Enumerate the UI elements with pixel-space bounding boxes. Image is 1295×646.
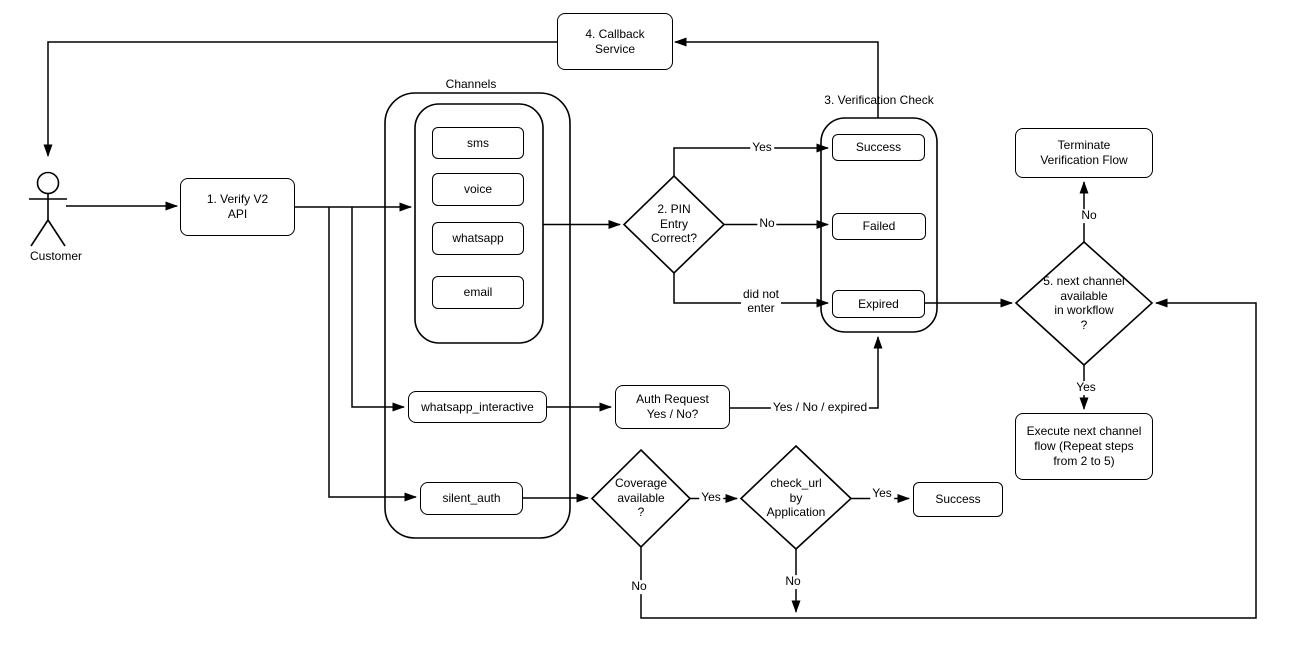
- channels-outer-container: [384, 92, 571, 539]
- edge-verify-to-silent-auth: [328, 207, 417, 502]
- edge-label-coverage-no: No: [629, 579, 649, 594]
- edge-callback-to-customer: [43, 41, 557, 157]
- edge-pin-yes-to-success: [673, 143, 829, 176]
- node-verify-v2-api: 1. Verify V2 API: [180, 178, 295, 236]
- edge-label-yes-no-expired: Yes / No / expired: [770, 400, 870, 415]
- node-silent-auth: silent_auth: [420, 482, 523, 515]
- node-channel-whatsapp: whatsapp: [432, 222, 524, 255]
- node-terminate-flow: Terminate Verification Flow: [1015, 128, 1153, 178]
- node-channel-voice: voice: [432, 173, 524, 206]
- channels-container-title: Channels: [445, 77, 497, 91]
- verification-check-title: 3. Verification Check: [824, 93, 934, 107]
- node-execute-next-channel: Execute next channel flow (Repeat steps …: [1015, 413, 1153, 480]
- pin-entry-diamond-label: 2. PIN Entry Correct?: [650, 202, 698, 246]
- next-channel-diamond-label: 5. next channel available in workflow ?: [1043, 273, 1125, 332]
- edge-verification-to-callback: [674, 37, 879, 118]
- check-url-diamond-label: check_url by Application: [766, 476, 826, 520]
- node-callback-service: 4. Callback Service: [557, 13, 673, 70]
- customer-actor-icon: [29, 171, 67, 247]
- edge-coverage-no-loop-to-next-channel: [640, 298, 1257, 619]
- edge-label-next-channel-no: No: [1079, 208, 1099, 223]
- edge-label-check-url-yes: Yes: [870, 486, 894, 501]
- coverage-diamond-label: Coverage available ?: [614, 476, 668, 520]
- channels-inner-container: [414, 103, 544, 344]
- node-channel-email: email: [432, 276, 524, 309]
- edge-label-coverage-yes: Yes: [699, 490, 723, 505]
- customer-label: Customer: [29, 249, 83, 263]
- node-auth-request: Auth Request Yes / No?: [615, 385, 730, 429]
- node-success: Success: [832, 134, 925, 161]
- node-expired: Expired: [832, 290, 925, 318]
- node-whatsapp-interactive: whatsapp_interactive: [408, 391, 547, 423]
- node-silent-auth-success: Success: [913, 482, 1003, 517]
- edge-verify-to-whatsapp-interactive: [351, 207, 405, 412]
- edge-label-next-channel-yes: Yes: [1074, 380, 1098, 395]
- node-failed: Failed: [832, 213, 926, 240]
- edge-label-pin-yes: Yes: [750, 140, 774, 155]
- edge-auth-request-to-verification: [730, 336, 883, 409]
- edge-label-check-url-no: No: [783, 574, 803, 589]
- node-channel-sms: sms: [432, 127, 524, 159]
- edge-label-pin-no: No: [757, 216, 777, 231]
- edge-label-did-not-enter: did not enter: [740, 287, 782, 316]
